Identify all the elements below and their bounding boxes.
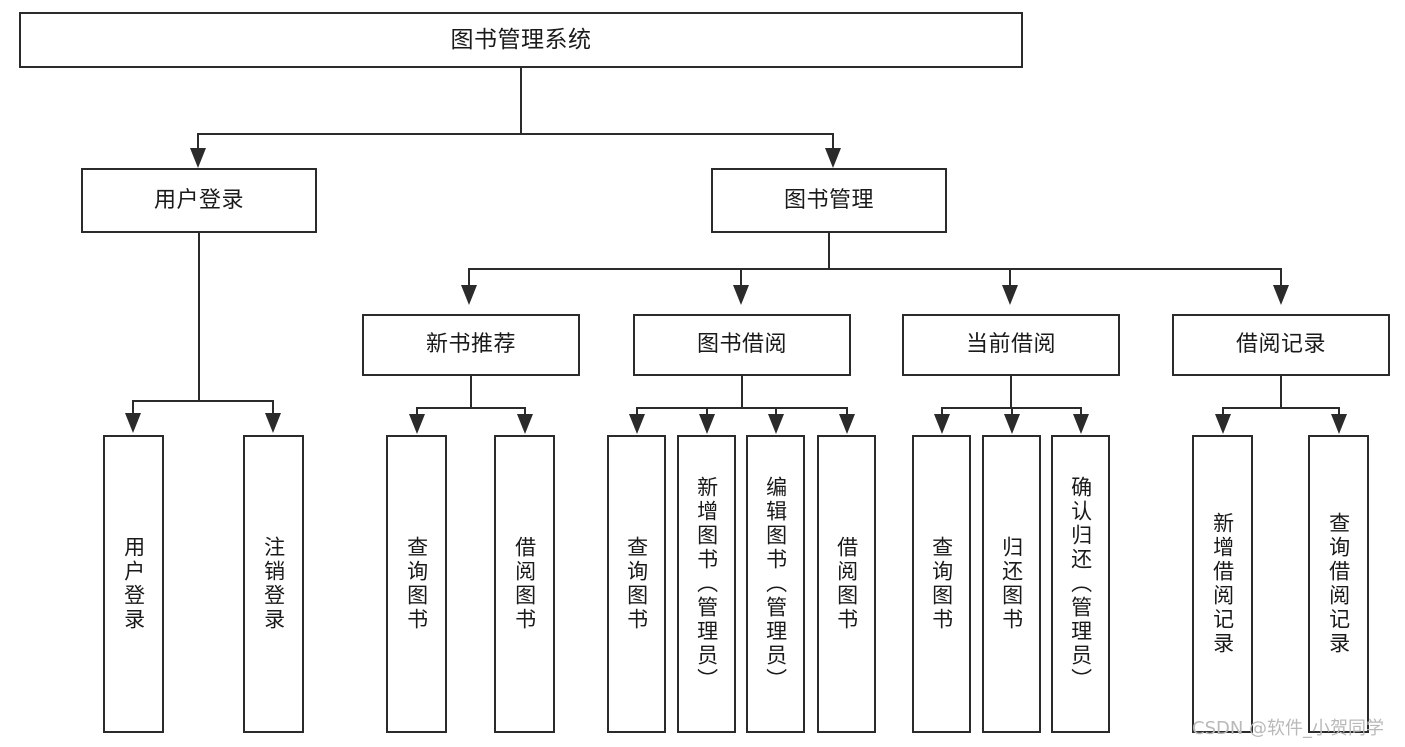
edge-record-bus [1222, 407, 1340, 409]
arrow-level3-3 [1273, 285, 1289, 305]
edge-to-user-login [197, 133, 199, 150]
node-book-management[interactable]: 图书管理 [711, 168, 947, 233]
leaf-add-borrow-record[interactable]: 新增借阅记录 [1192, 435, 1253, 733]
edge-book-mgmt-stem [828, 233, 830, 269]
leaf-query-book-current[interactable]: 查询图书 [912, 435, 971, 733]
node-label: 借阅记录 [1235, 332, 1326, 358]
arrow-borrow-0 [629, 414, 645, 434]
leaf-confirm-return-admin[interactable]: 确认归还（管理员） [1051, 435, 1110, 733]
edge-level3-bus [468, 268, 1282, 270]
leaf-query-book-recommend[interactable]: 查询图书 [386, 435, 447, 733]
edge-user-login-drop-1 [272, 400, 274, 415]
edge-borrow-stem [741, 376, 743, 408]
node-root-system[interactable]: 图书管理系统 [19, 12, 1023, 68]
node-label: 查询图书 [624, 536, 649, 632]
leaf-edit-book-admin[interactable]: 编辑图书（管理员） [746, 435, 805, 733]
edge-recommend-stem [470, 376, 472, 408]
edge-level3-drop-0 [468, 268, 470, 287]
node-label: 当前借阅 [965, 332, 1056, 358]
node-label: 新增图书（管理员） [694, 476, 719, 692]
edge-borrow-drop-1 [706, 407, 708, 417]
arrow-level3-0 [461, 285, 477, 305]
arrow-current-1 [1004, 414, 1020, 434]
edge-borrow-bus [636, 407, 848, 409]
node-new-book-recommend[interactable]: 新书推荐 [362, 314, 580, 376]
edge-record-drop-1 [1338, 407, 1340, 417]
edge-borrow-drop-2 [775, 407, 777, 417]
csdn-watermark: CSDN @软件_小贺同学 [1192, 718, 1385, 739]
edge-level2-bus [197, 133, 833, 135]
edge-record-drop-0 [1222, 407, 1224, 417]
node-label: 用户登录 [121, 536, 146, 632]
edge-user-login-stem [198, 233, 200, 401]
edge-current-drop-1 [1011, 407, 1013, 417]
leaf-borrow-book[interactable]: 借阅图书 [817, 435, 876, 733]
node-label: 归还图书 [999, 536, 1024, 632]
node-label: 借阅图书 [834, 536, 859, 632]
node-book-borrow[interactable]: 图书借阅 [633, 314, 851, 376]
arrow-level3-1 [733, 285, 749, 305]
node-label: 用户登录 [153, 187, 244, 213]
arrow-record-1 [1331, 414, 1347, 434]
node-current-borrow[interactable]: 当前借阅 [902, 314, 1120, 376]
node-label: 注销登录 [261, 536, 286, 632]
node-user-login[interactable]: 用户登录 [81, 168, 317, 233]
arrow-recommend-0 [409, 414, 425, 434]
arrow-user-login-1 [265, 413, 281, 433]
node-label: 查询图书 [404, 536, 429, 632]
node-label: 借阅图书 [512, 536, 537, 632]
arrow-borrow-1 [699, 414, 715, 434]
edge-record-stem [1280, 376, 1282, 408]
arrow-recommend-1 [517, 414, 533, 434]
node-label: 新书推荐 [425, 332, 516, 358]
node-label: 查询图书 [929, 536, 954, 632]
node-label: 图书管理系统 [450, 26, 592, 53]
edge-recommend-drop-0 [416, 407, 418, 417]
arrow-current-2 [1073, 414, 1089, 434]
leaf-logout[interactable]: 注销登录 [243, 435, 304, 733]
edge-current-drop-2 [1080, 407, 1082, 417]
node-label: 查询借阅记录 [1326, 512, 1351, 656]
edge-user-login-bus [132, 400, 272, 402]
node-label: 图书借阅 [696, 332, 787, 358]
edge-user-login-drop-0 [132, 400, 134, 415]
edge-level3-drop-1 [740, 268, 742, 287]
edge-level3-drop-2 [1009, 268, 1011, 287]
leaf-query-borrow-record[interactable]: 查询借阅记录 [1308, 435, 1369, 733]
node-label: 编辑图书（管理员） [763, 476, 788, 692]
leaf-query-book-borrow[interactable]: 查询图书 [607, 435, 666, 733]
edge-recommend-drop-1 [524, 407, 526, 417]
edge-borrow-drop-0 [636, 407, 638, 417]
edge-level3-drop-3 [1280, 268, 1282, 287]
leaf-borrow-book-recommend[interactable]: 借阅图书 [494, 435, 555, 733]
node-label: 图书管理 [783, 187, 874, 213]
edge-current-drop-0 [941, 407, 943, 417]
arrow-current-0 [934, 414, 950, 434]
edge-root-stem [520, 68, 522, 134]
leaf-add-book-admin[interactable]: 新增图书（管理员） [677, 435, 736, 733]
edge-current-stem [1010, 376, 1012, 408]
arrow-to-book-mgmt [825, 148, 841, 168]
arrow-borrow-3 [839, 414, 855, 434]
arrow-record-0 [1215, 414, 1231, 434]
leaf-return-book[interactable]: 归还图书 [982, 435, 1041, 733]
arrow-user-login-0 [125, 413, 141, 433]
arrow-level3-2 [1002, 285, 1018, 305]
node-label: 新增借阅记录 [1210, 512, 1235, 656]
arrow-to-user-login [190, 148, 206, 168]
edge-to-book-mgmt [832, 133, 834, 150]
node-label: 确认归还（管理员） [1068, 476, 1093, 692]
edge-recommend-bus [416, 407, 526, 409]
leaf-user-login[interactable]: 用户登录 [103, 435, 164, 733]
arrow-borrow-2 [768, 414, 784, 434]
node-borrow-record[interactable]: 借阅记录 [1172, 314, 1390, 376]
edge-borrow-drop-3 [846, 407, 848, 417]
